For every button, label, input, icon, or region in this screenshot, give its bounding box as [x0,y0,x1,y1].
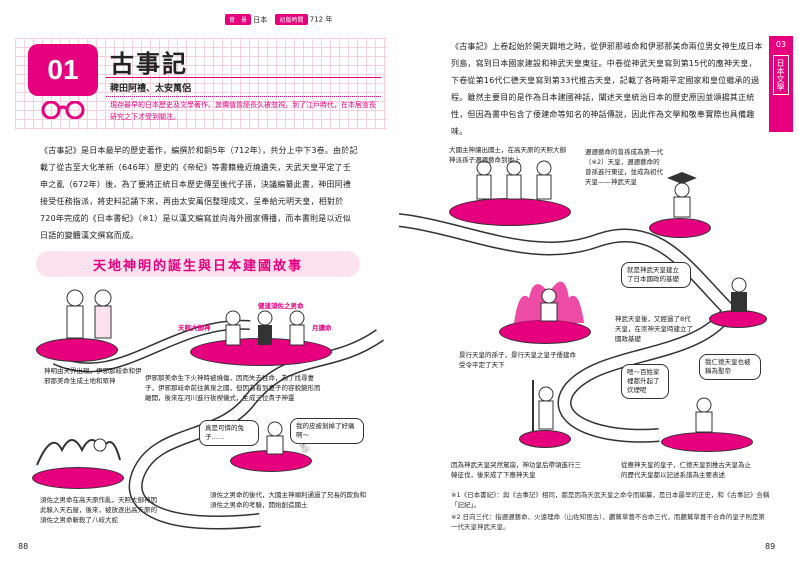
footnote-2: ※2 日向三代：指邇邇藝命、火遠理命（山佐知毘古）、鸕鶿草葺不合命三代，而鸕鶿草… [451,513,765,531]
stage-disc-r5 [519,430,571,448]
right-body-text: 《古事記》上卷起始於開天闢地之時，從伊邪那岐命和伊邪那美命兩位男女神生成日本列島… [451,42,763,136]
stage-disc-r6 [661,432,753,452]
authors-underline [106,96,381,97]
left-body-text: 《古事記》是日本最早的歷史著作，編撰於和銅5年（712年），共分上中下3卷。由於… [40,146,358,240]
footnotes: ※1《日本書紀》：與《古事記》相同，都是因為天武天皇之命令而編纂，是日本最早的正… [451,490,771,532]
caption-r4: 因為神武天皇突然駕崩，神功皇后帶領進行三韓征伐，後來成了下應神天皇 [451,461,581,479]
speech-bubble-smoke: 嗯～百姓家裡都升起了炊煙呢 [621,364,669,399]
side-tab: 03 日本文學 [769,36,793,132]
okuninushi-figure [266,421,284,455]
izanagi-izanami-figures [66,289,112,339]
glasses-icon [40,100,86,123]
stage-disc-r2 [649,218,711,238]
fire-figure [514,281,584,323]
chapter-title: 古事記 [110,50,188,78]
caption-r-b2: 神武天皇後，又經過了8代天皇，在崇神天皇時建立了國政基礎 [615,315,693,343]
speech-bubble-jimmu: 就是神武天皇建立了日本國政的基礎 [621,262,691,288]
chapter-number-box: 01 [28,44,98,96]
speech-bubble-nintoku: 我仁德天皇也被稱為聖帝 [699,354,761,380]
jimmu-figure [667,172,697,218]
label-tsukuyomi: 月讀命 [312,324,332,332]
chapter-number: 01 [47,54,79,85]
page-number-left: 88 [18,542,29,551]
nintoku-figure [695,397,713,433]
side-tab-number: 03 [775,40,787,49]
title-underline [106,77,381,78]
era-value: 日本 [253,15,268,24]
year-value: 712 年 [309,15,333,24]
header-info: 背 景 日本 初版時間 712 年 [225,14,332,25]
caption-r2: 邇邇藝命的曾孫成為第一代（※2）天皇，邇邇藝命的曾孫進行東征，並成為初代天皇——… [585,148,663,186]
yamato-figure [532,380,554,432]
speech-bubble-rabbit: 我的皮被剝掉了好痛啊～ [290,418,364,444]
year-label: 初版時間 [275,14,308,25]
serpent-figure [36,438,121,466]
chapter-authors: 稗田阿禮、太安萬侶 [110,84,192,94]
caption-r1: 大國主神讓出國土，在高天原的天照大御神派孫子邇邇藝命到地上 [449,146,566,164]
footnote-1: ※1《日本書紀》：與《古事記》相同，都是因為天武天皇之命令而編纂，是日本最早的正… [451,491,770,509]
stage-disc-4 [32,467,124,489]
ninigi-group-figures [476,160,552,200]
suijin-figure [731,277,747,312]
page-number-right: 89 [765,542,776,551]
label-amaterasu: 天照大御神 [178,324,211,332]
caption-r3: 景行天皇的孫子，景行天皇之皇子倭建命受令平定了天下 [459,351,576,369]
era-label: 背 景 [225,14,252,25]
caption-3: 須佐之男命在高天原作亂，天照大御神因此躲入天石屋，後來，被放逐出高天原的須佐之男… [40,496,157,524]
section-title-bar: 天地神明的誕生與日本建國故事 [36,251,360,277]
speech-bubble-rabbit-pity: 真是可憐的兔子…… [199,420,259,446]
stage-disc-r3 [499,320,591,344]
caption-r5: 從應神天皇的皇子，仁德天皇到推古天皇為止的歷代天皇都以記述系譜為主要表述 [621,461,751,479]
road-path-right [399,213,738,443]
label-susanoo: 健速須佐之男命 [258,302,304,310]
three-gods-figures [225,310,305,346]
side-tab-label: 日本文學 [773,55,789,95]
section-title: 天地神明的誕生與日本建國故事 [92,258,303,274]
caption-4: 須佐之男命的後代，大國主神順利通過了兄長的欺負和須佐之男命的考驗，開始創造國土 [210,491,366,509]
chapter-summary: 現存最早的日本歷史及文學著作。其價值曾經長久被忽視，到了江戶時代，在本居宣長研究… [110,101,376,121]
right-page: 《古事記》上卷起始於開天闢地之時，從伊邪那岐命和伊邪那美命兩位男女神生成日本列島… [399,0,799,567]
caption-2: 伊邪那美命生下火神時被燒傷，因而失去性命，為了找尋妻子，伊邪那岐命前往黃泉之國，… [145,374,321,402]
left-page: 背 景 日本 初版時間 712 年 01 古事記 稗田阿禮、太安萬侶 現存最早的… [0,0,399,567]
caption-1: 神明由天界出現，伊邪那岐命和伊邪那美命生成土地和眾神 [44,367,142,385]
